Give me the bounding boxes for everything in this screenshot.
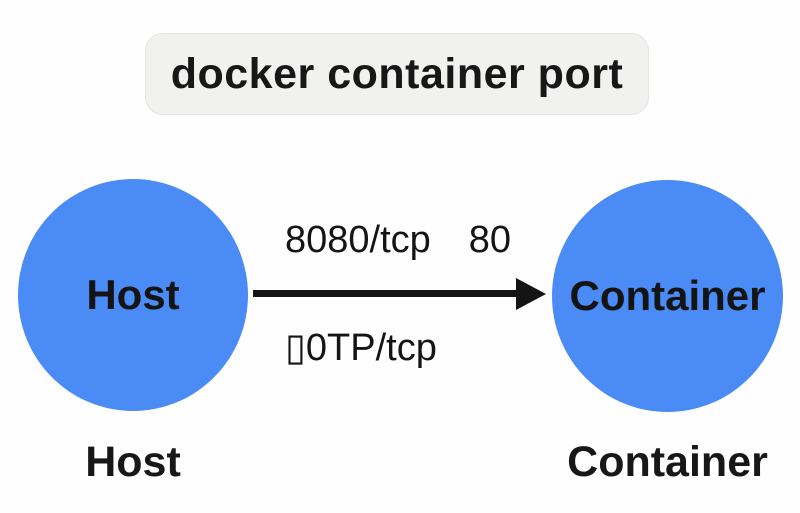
container-node-label: Container	[569, 272, 766, 319]
host-node-circle: Host	[18, 179, 248, 411]
diagram-title: docker container port	[170, 49, 624, 98]
arrow-top-labels: 8080/tcp 80	[285, 218, 511, 262]
port-mapping-arrow-shaft	[253, 290, 517, 297]
container-port-label: 80	[468, 219, 512, 261]
arrow-right-icon	[516, 278, 546, 310]
container-caption: Container	[567, 438, 768, 486]
title-box: docker container port	[145, 33, 649, 115]
host-port-label: 8080/tcp	[285, 219, 431, 261]
host-caption: Host	[85, 438, 181, 486]
host-node-label: Host	[86, 271, 180, 318]
container-node-circle: Container	[552, 180, 783, 412]
protocol-label: ▯0TP/tcp	[285, 327, 437, 369]
